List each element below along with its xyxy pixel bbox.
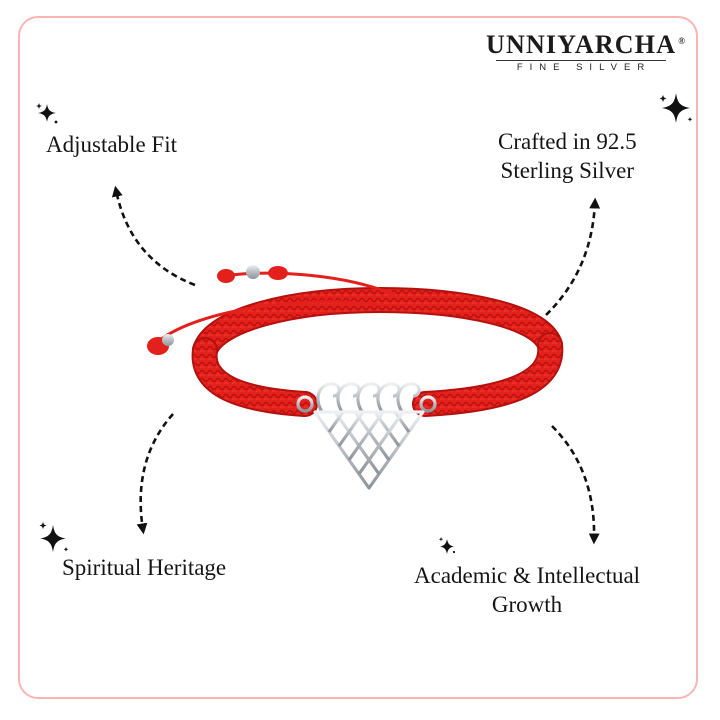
feature-adjustable-fit: Adjustable Fit [46, 130, 177, 159]
sparkle-icon [659, 93, 693, 123]
feature-label: Spiritual Heritage [62, 555, 227, 580]
card-border [18, 16, 698, 699]
sparkle-icon [438, 537, 456, 554]
brand-tagline: FINE SILVER [516, 62, 652, 73]
sparkle-icon [36, 103, 58, 124]
arrow-adjustable-fit [111, 185, 196, 287]
feature-label-line2: Sterling Silver [500, 158, 635, 183]
bracelet [147, 265, 564, 417]
brand-name: UNNIYARCHA® [486, 30, 685, 59]
sparkle-icon [39, 522, 69, 552]
arrow-academic-growth [551, 425, 600, 545]
feature-spiritual-heritage: Spiritual Heritage [62, 553, 226, 582]
arrow-spiritual-heritage [136, 413, 174, 535]
brand-logo: UNNIYARCHA® FINE SILVER [486, 30, 685, 74]
feature-sterling-silver: Crafted in 92.5 Sterling Silver [498, 127, 637, 185]
feature-label-line1: Academic & Intellectual [414, 563, 641, 588]
brand-name-text: UNNIYARCHA [486, 30, 677, 59]
feature-academic-growth: Academic & Intellectual Growth [414, 561, 640, 619]
logo-divider [496, 60, 666, 61]
feature-label-line2: Growth [491, 592, 563, 617]
registered-mark: ® [678, 36, 687, 46]
feature-label: Adjustable Fit [46, 132, 177, 157]
arrow-sterling-silver [545, 197, 601, 316]
feature-label-line1: Crafted in 92.5 [498, 129, 637, 154]
silver-pendant [296, 382, 437, 490]
